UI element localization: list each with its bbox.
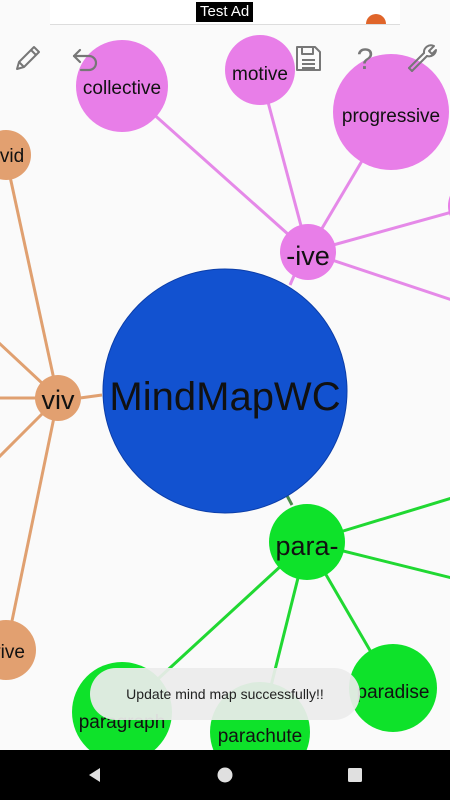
node-paradise-label: paradise [357,682,430,703]
help-icon: ? [357,43,374,74]
mindmap-canvas[interactable]: collective motive progressive -ive vid v… [0,0,450,750]
node-motive[interactable]: motive [225,35,295,105]
wrench-icon [408,44,437,72]
node-progressive-label: progressive [342,106,440,127]
navigation-bar [0,750,450,800]
ad-banner[interactable]: Test Ad [50,0,400,25]
node-collective-label: collective [83,78,161,99]
ad-label: Test Ad [196,2,254,22]
node-ive[interactable]: -ive [280,224,336,280]
node-ive-label: -ive [286,241,330,271]
edge-root-viv [79,393,103,400]
edit-button[interactable] [8,38,48,78]
node-collective[interactable]: collective [76,40,168,132]
node-para-label: para- [275,531,338,561]
save-button[interactable] [288,38,328,78]
node-vive[interactable]: vive [0,620,36,680]
undo-icon [72,48,98,72]
toast-message: Update mind map successfully!! [90,668,360,720]
node-root[interactable]: MindMapWC [102,268,348,514]
recents-icon [348,768,362,782]
back-button[interactable] [70,750,120,800]
node-para[interactable]: para- [269,504,345,580]
settings-button[interactable] [402,38,442,78]
node-vid-label: vid [0,146,24,167]
node-root-label: MindMapWC [109,375,340,419]
edge-viv-vid [4,157,60,399]
node-viv[interactable]: viv [35,375,81,421]
node-viv-label: viv [42,385,75,415]
home-button[interactable] [200,750,250,800]
node-vid[interactable]: vid [0,130,31,180]
edge-viv-vive [4,397,60,651]
undo-button[interactable] [65,38,105,78]
node-motive-label: motive [232,64,288,85]
node-progressive[interactable]: progressive [333,54,449,170]
node-paradise[interactable]: paradise [349,644,437,732]
help-button[interactable]: ? [345,38,385,78]
node-parachute-label: parachute [218,726,303,747]
pencil-icon [16,46,40,70]
recents-button[interactable] [330,750,380,800]
home-icon [217,767,233,783]
node-vive-label: vive [0,642,25,663]
back-icon [89,768,100,782]
ad-logo-icon [366,14,386,24]
save-icon [296,46,321,71]
svg-text:?: ? [357,43,374,74]
